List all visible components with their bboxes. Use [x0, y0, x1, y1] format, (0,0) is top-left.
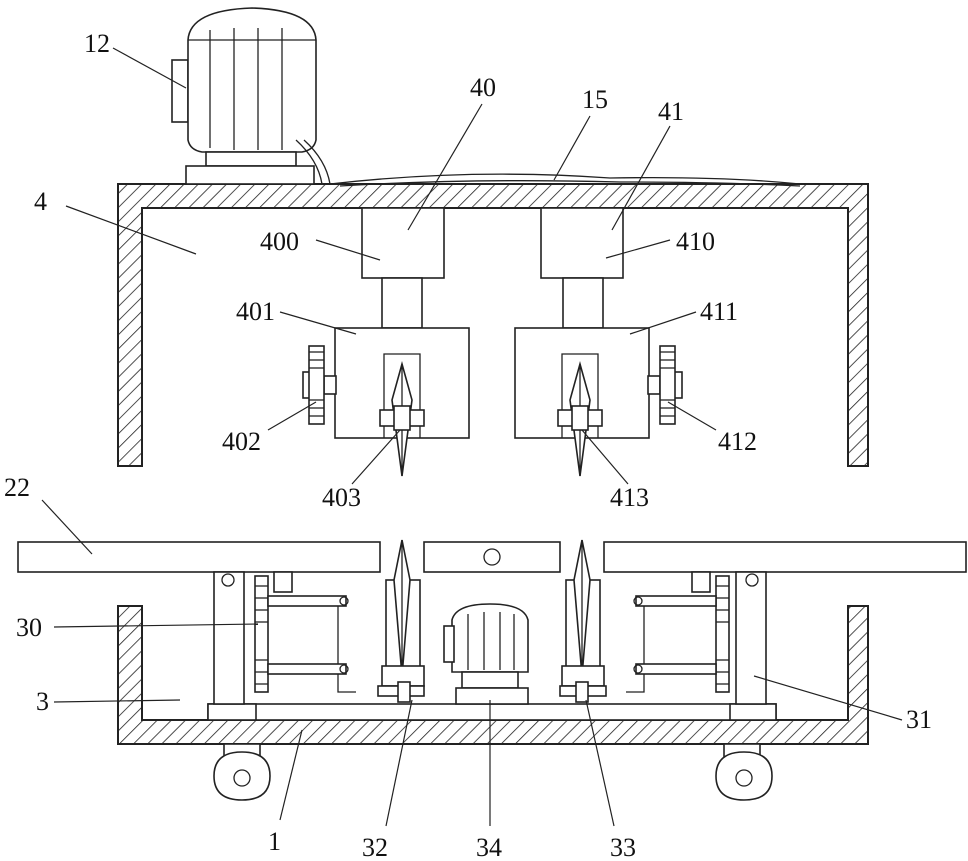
lower-left-blade — [378, 540, 424, 702]
right-clamp — [626, 572, 766, 704]
upper-frame — [118, 184, 868, 466]
label-gear-left: 402 — [222, 427, 261, 456]
label-head-left: 401 — [236, 297, 275, 326]
label-lower-blade-left: 32 — [362, 833, 388, 861]
left-wheel — [214, 744, 270, 800]
label-lower-blade-right: 33 — [610, 833, 636, 861]
label-cylinder-right: 41 — [658, 97, 684, 126]
lower-right-blade — [560, 540, 606, 702]
right-cutting-unit — [515, 208, 682, 476]
lower-motor — [444, 604, 528, 704]
label-motor-top: 12 — [84, 29, 110, 58]
label-blade-right: 413 — [610, 483, 649, 512]
top-motor — [172, 8, 330, 184]
left-clamp — [214, 572, 356, 704]
label-rod-right: 410 — [676, 227, 715, 256]
label-base: 1 — [268, 827, 281, 856]
label-cylinder-left: 40 — [470, 73, 496, 102]
table-plates — [18, 542, 966, 572]
left-cutting-unit — [303, 208, 469, 476]
label-clamp-left: 30 — [16, 613, 42, 642]
label-rod-left: 400 — [260, 227, 299, 256]
label-blade-left: 403 — [322, 483, 361, 512]
label-head-right: 411 — [700, 297, 738, 326]
label-table: 22 — [4, 473, 30, 502]
right-wheel — [716, 744, 772, 800]
label-lower-motor: 34 — [476, 833, 502, 861]
label-clamp-right: 31 — [906, 705, 932, 734]
label-base-frame: 3 — [36, 687, 49, 716]
label-gear-right: 412 — [718, 427, 757, 456]
label-frame-top: 4 — [34, 187, 47, 216]
label-belt: 15 — [582, 85, 608, 114]
